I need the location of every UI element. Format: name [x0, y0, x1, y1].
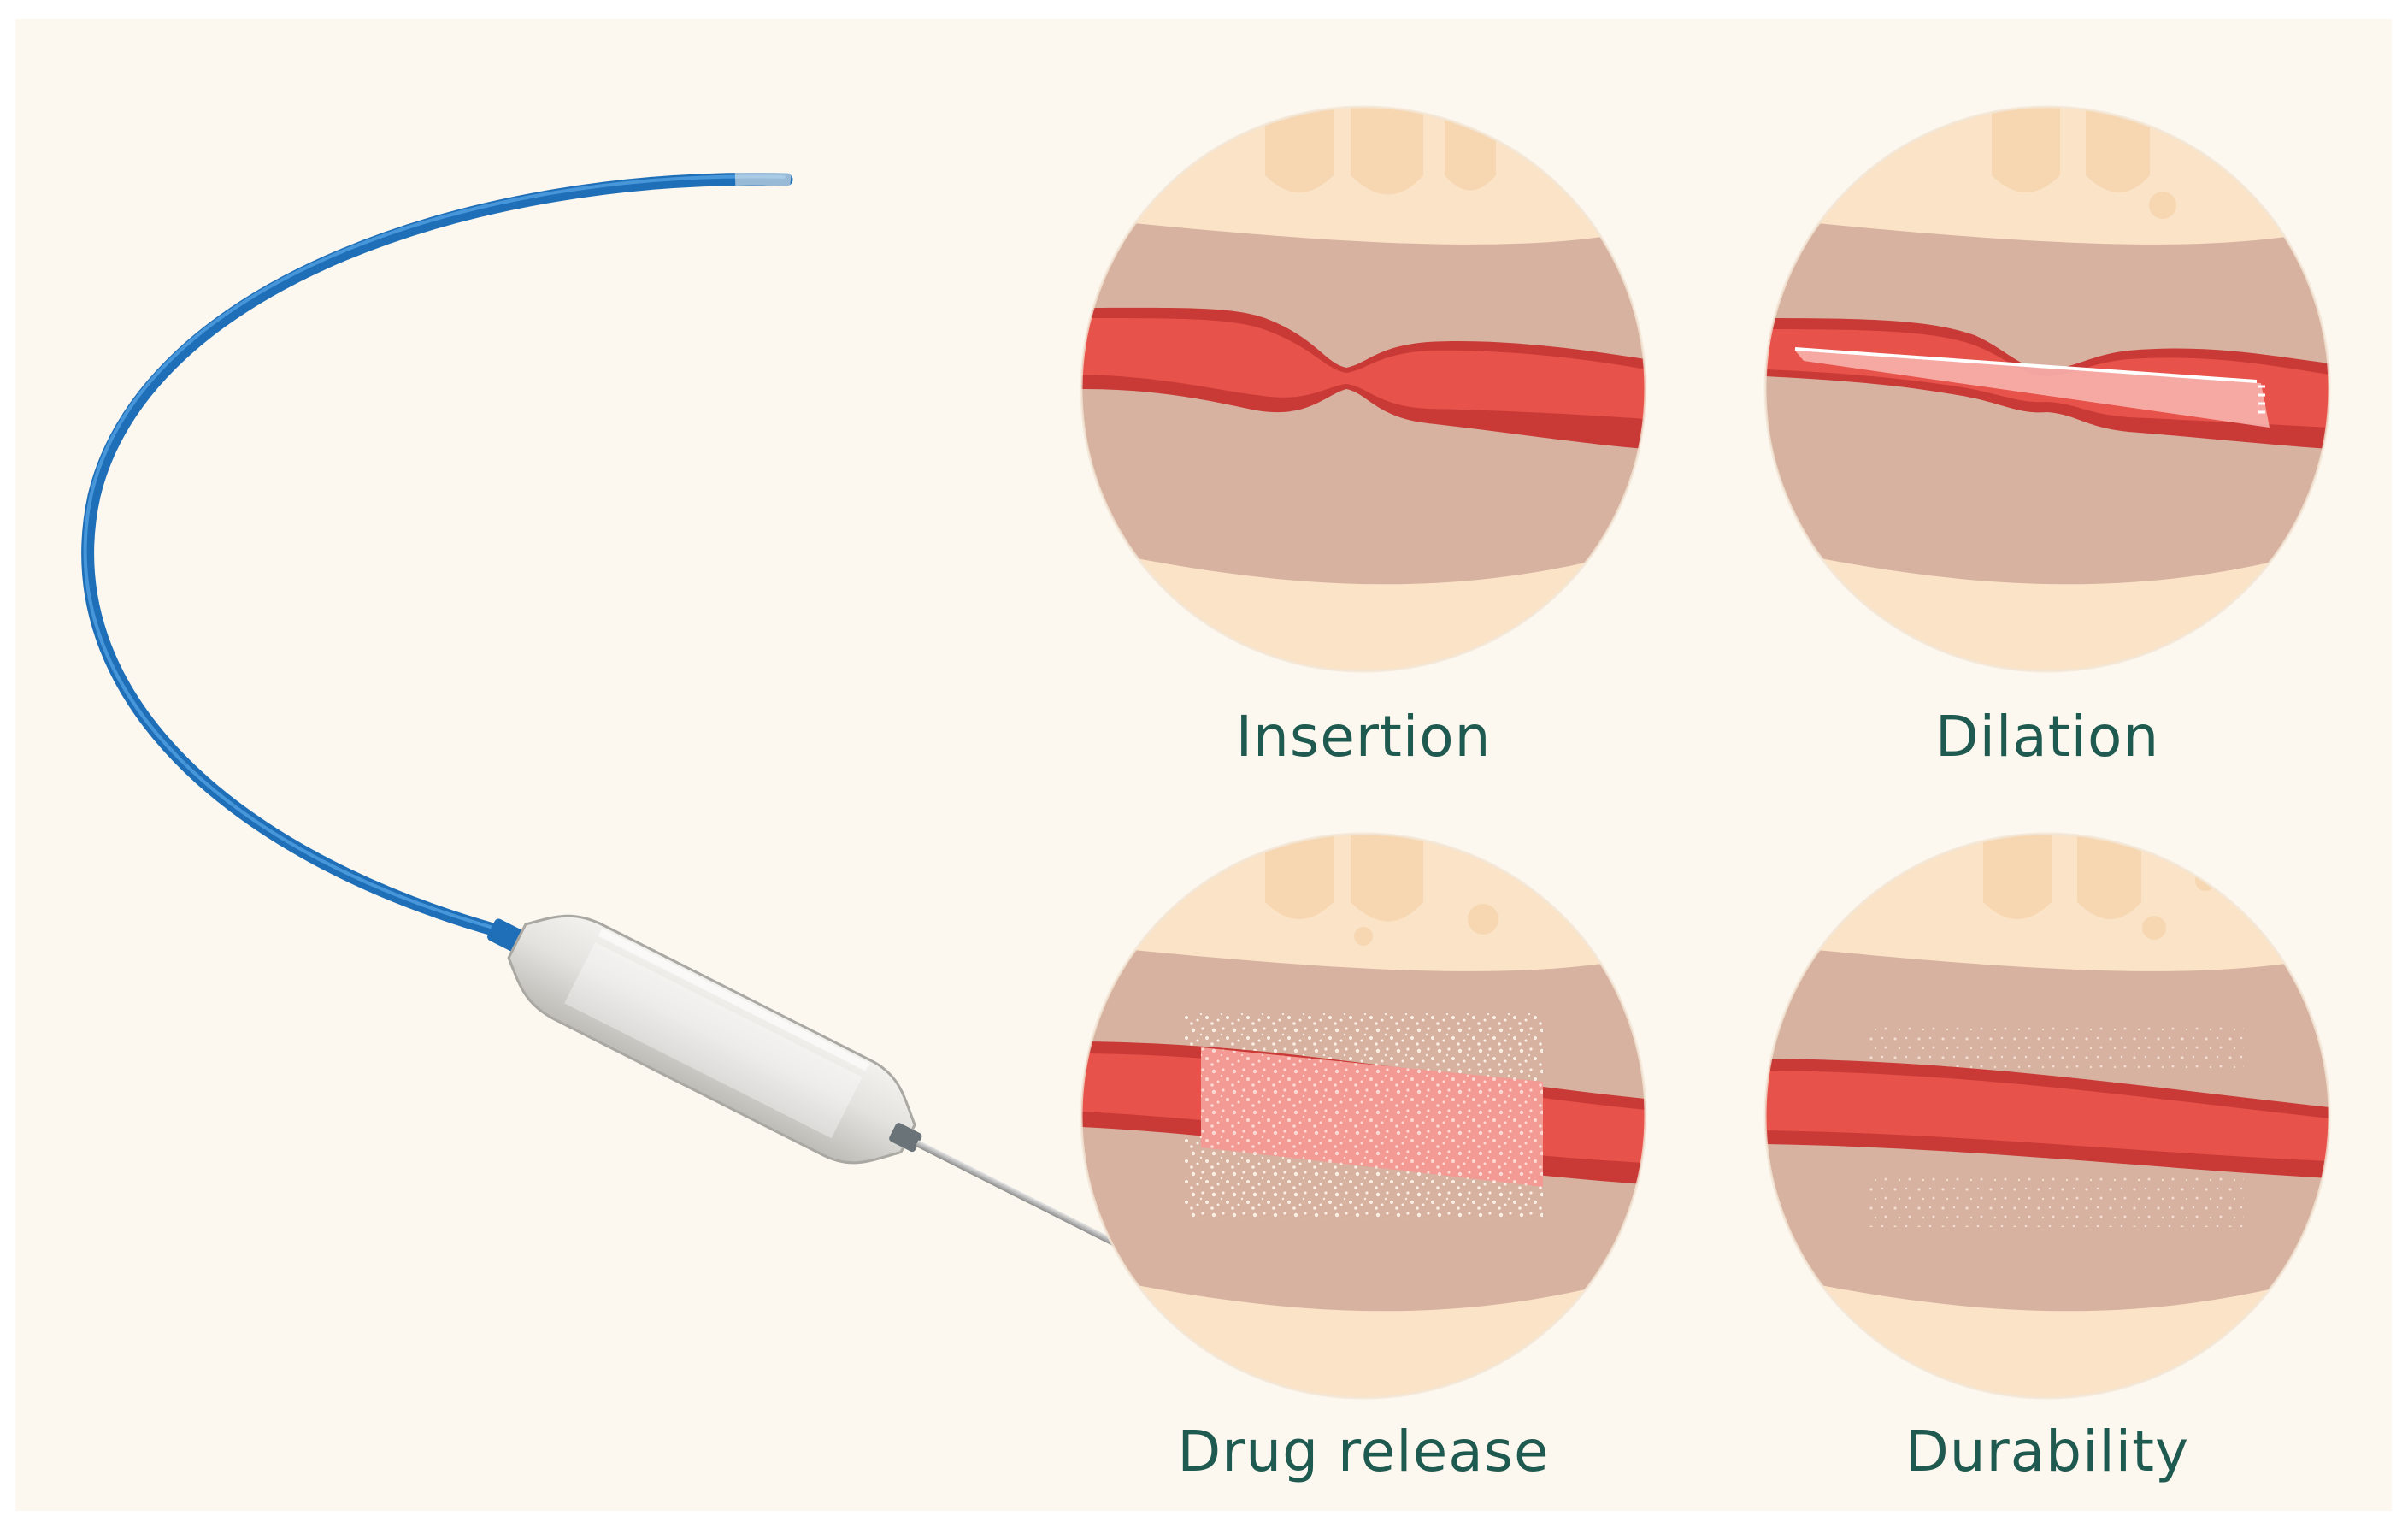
label-insertion: Insertion — [1235, 704, 1492, 770]
label-dilation: Dilation — [1934, 704, 2160, 770]
label-drug-release: Drug release — [1177, 1419, 1550, 1484]
label-durability: Durability — [1905, 1419, 2190, 1484]
panel-drug-release-illustration — [1081, 834, 1646, 1398]
